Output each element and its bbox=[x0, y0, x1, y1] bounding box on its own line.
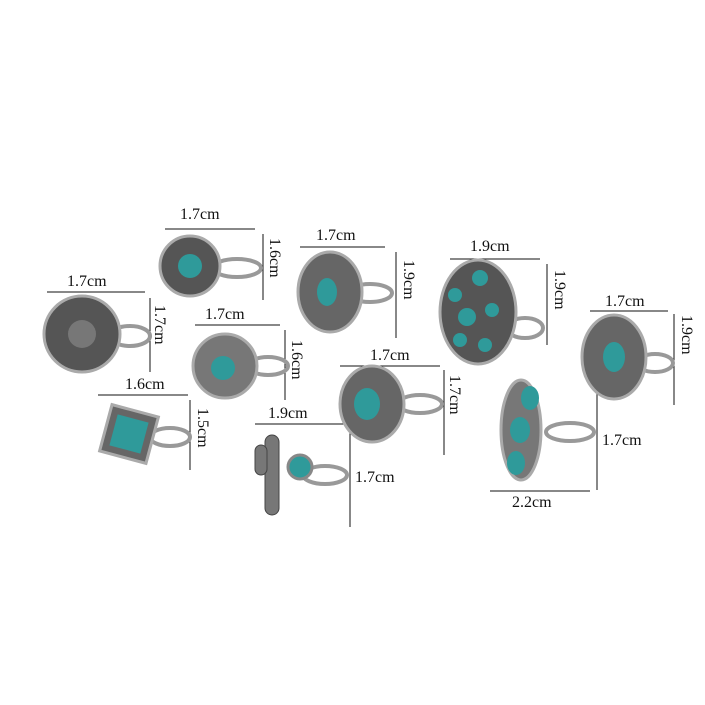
ring-cactus bbox=[254, 434, 349, 516]
ring-three-stone bbox=[499, 378, 596, 482]
width-label: 1.9cm bbox=[268, 405, 308, 422]
height-label: 1.6cm bbox=[266, 238, 283, 278]
width-label: 1.7cm bbox=[605, 293, 645, 310]
width-label: 1.6cm bbox=[125, 376, 165, 393]
height-label: 1.9cm bbox=[678, 315, 695, 355]
height-label: 1.9cm bbox=[400, 260, 417, 300]
ring-small-flower bbox=[158, 234, 263, 298]
width-label: 1.7cm bbox=[316, 227, 356, 244]
width-label: 1.9cm bbox=[470, 238, 510, 255]
ring-sunflower bbox=[42, 294, 152, 374]
height-label: 1.7cm bbox=[355, 469, 395, 486]
ring-diamond bbox=[97, 402, 192, 466]
ring-round-oval bbox=[338, 364, 444, 444]
width-label: 1.7cm bbox=[180, 206, 220, 223]
height-label: 1.5cm bbox=[194, 408, 211, 448]
ring-scalloped bbox=[296, 250, 394, 334]
rings bbox=[42, 234, 675, 516]
height-label: 1.9cm bbox=[551, 270, 568, 310]
height-label: 1.7cm bbox=[151, 305, 168, 345]
dimension-lines bbox=[47, 228, 675, 527]
width-label: 1.7cm bbox=[370, 347, 410, 364]
ring-sunburst bbox=[191, 332, 290, 400]
ring-cluster bbox=[438, 258, 545, 366]
width-label: 1.7cm bbox=[205, 306, 245, 323]
ring-petal-oval bbox=[580, 313, 675, 401]
height-label: 1.6cm bbox=[288, 340, 305, 380]
width-label: 1.7cm bbox=[67, 273, 107, 290]
height-label: 1.7cm bbox=[446, 375, 463, 415]
width-label: 2.2cm bbox=[512, 494, 552, 511]
height-label: 1.7cm bbox=[602, 432, 642, 449]
